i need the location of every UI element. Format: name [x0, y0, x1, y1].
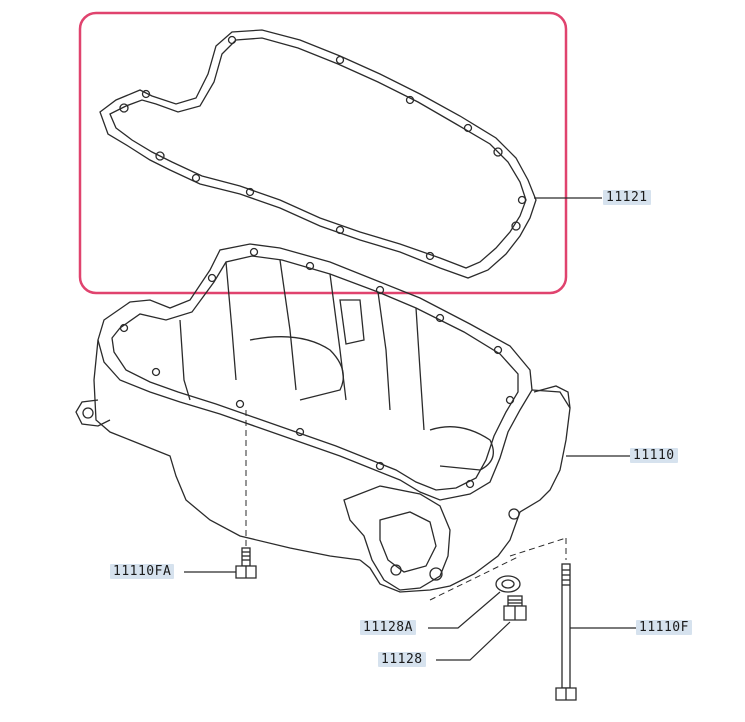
bolt-fa-part-label[interactable]: 11110FA	[110, 564, 175, 579]
drain-washer[interactable]	[495, 575, 521, 593]
drain-centerline	[429, 555, 521, 601]
long-bolt[interactable]	[555, 563, 577, 701]
long-bolt-part-label[interactable]: 11110F	[636, 620, 692, 635]
oil-pan-part-label[interactable]: 11110	[630, 448, 678, 463]
oil-pan-gasket[interactable]	[99, 29, 537, 279]
drain-plug-part-label[interactable]: 11128	[378, 652, 426, 667]
washer-leader-line	[428, 591, 501, 629]
oil-pan[interactable]	[75, 243, 571, 593]
washer-part-label[interactable]: 11128A	[360, 620, 416, 635]
bolt-fa[interactable]	[235, 547, 257, 579]
long-bolt-guide-upper	[509, 537, 567, 557]
gasket-part-label[interactable]: 11121	[603, 190, 651, 205]
drain-plug[interactable]	[503, 595, 527, 621]
drain-plug-leader-line	[436, 621, 511, 661]
gasket-highlight-box	[78, 11, 568, 295]
